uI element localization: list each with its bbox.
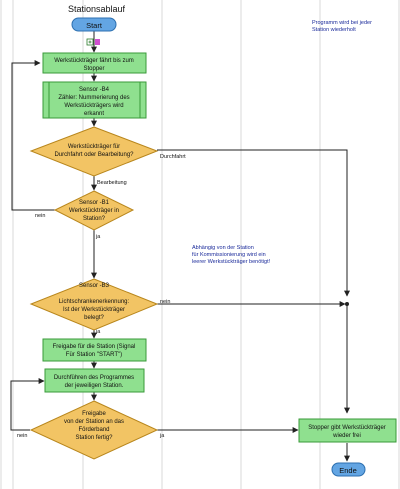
step4-line: der jeweiligen Station. — [65, 383, 124, 389]
note-mid-line: leerer Werkstückträger benötigt! — [192, 259, 271, 265]
decision-durchfahrt-bearbeitung[interactable]: Werkstückträger für Durchfahrt oder Bear… — [29, 126, 159, 177]
process-step2[interactable]: Sensor -B4 Zähler: Nummerierung des Werk… — [42, 81, 147, 119]
decision1-line: Werkstückträger für — [68, 144, 120, 150]
diagram-title: Stationsablauf — [68, 4, 126, 14]
decision1-line: Durchfahrt oder Bearbeitung? — [54, 152, 134, 158]
connection-point-icon — [95, 39, 100, 45]
edge-decision4-nein-loop — [10, 378, 45, 431]
start-terminal[interactable]: Start — [71, 17, 117, 32]
decision2-line: Sensor -B1 — [79, 200, 110, 206]
step5-line: Stopper gibt Werkstückträger — [308, 425, 386, 431]
edge-labels: Durchfahrt Bearbeitung nein ja nein ja n… — [17, 154, 186, 439]
note-mid-line: für Kommissionierung wird ein — [192, 252, 266, 258]
label-nein: nein — [35, 213, 45, 219]
edge-decision2-nein-loop — [11, 60, 55, 211]
step1-line: Werkstückträger fährt bis zum — [54, 58, 134, 64]
note-mid-line: Abhängig von der Station — [192, 245, 254, 251]
step2-line: Zähler: Nummerierung des — [58, 95, 129, 101]
step3-line: Freigabe für die Station (Signal — [53, 344, 136, 350]
expand-toggle-icon[interactable] — [86, 38, 94, 46]
process-step4[interactable]: Durchführen des Programmes der jeweilige… — [44, 368, 145, 393]
step1-line: Stopper — [83, 66, 104, 72]
decision3-line: Ist der Werkstückträger — [63, 307, 125, 313]
note-top-line: Station wiederholt — [312, 27, 356, 33]
step2-line: erkannt — [84, 111, 104, 117]
step2-line: Werkstückträgers wird — [64, 103, 123, 109]
end-label: Ende — [339, 466, 357, 475]
step5-line: wieder frei — [332, 433, 361, 439]
process-step5[interactable]: Stopper gibt Werkstückträger wieder frei — [298, 418, 397, 443]
decision2-line: Werkstückträger in — [69, 208, 119, 214]
decision4-line: von der Station an das — [64, 419, 124, 425]
decision-station-fertig[interactable]: Freigabe von der Station an das Förderba… — [29, 400, 159, 460]
edge-decision1-durchfahrt — [157, 149, 350, 297]
label-nein: nein — [160, 299, 170, 305]
process-step3[interactable]: Freigabe für die Station (Signal Für Sta… — [42, 338, 147, 362]
end-terminal[interactable]: Ende — [331, 462, 366, 477]
label-ja: ja — [95, 329, 101, 335]
decision4-line: Förderband — [78, 427, 109, 433]
junction-dot — [345, 302, 349, 306]
decision3-line: Sensor -B3 — [79, 283, 110, 289]
label-ja: ja — [95, 234, 101, 240]
decision3-line: Lichtschrankenerkennung: — [59, 299, 130, 305]
decision4-line: Freigabe — [82, 411, 106, 417]
decision3-line: belegt? — [84, 315, 104, 321]
label-nein: nein — [17, 433, 27, 439]
label-durchfahrt: Durchfahrt — [160, 154, 186, 160]
note-top-line: Programm wird bei jeder — [312, 20, 372, 26]
step3-line: Für Station "START") — [66, 352, 122, 358]
process-step1[interactable]: Werkstückträger fährt bis zum Stopper — [42, 52, 147, 74]
decision-sensor-b3[interactable]: Sensor -B3 Lichtschrankenerkennung: Ist … — [29, 278, 159, 331]
note-top: Programm wird bei jeder Station wiederho… — [312, 20, 372, 33]
step2-line: Sensor -B4 — [79, 87, 110, 93]
label-ja: ja — [159, 433, 165, 439]
start-label: Start — [86, 21, 103, 30]
connectors — [10, 31, 350, 462]
label-bearbeitung: Bearbeitung — [97, 180, 127, 186]
step4-line: Durchführen des Programmes — [54, 375, 134, 381]
note-mid: Abhängig von der Station für Kommissioni… — [192, 245, 271, 265]
decision-sensor-b1[interactable]: Sensor -B1 Werkstückträger in Station? — [53, 190, 135, 231]
decision2-line: Station? — [83, 216, 106, 222]
decision4-line: Station fertig? — [75, 435, 113, 441]
